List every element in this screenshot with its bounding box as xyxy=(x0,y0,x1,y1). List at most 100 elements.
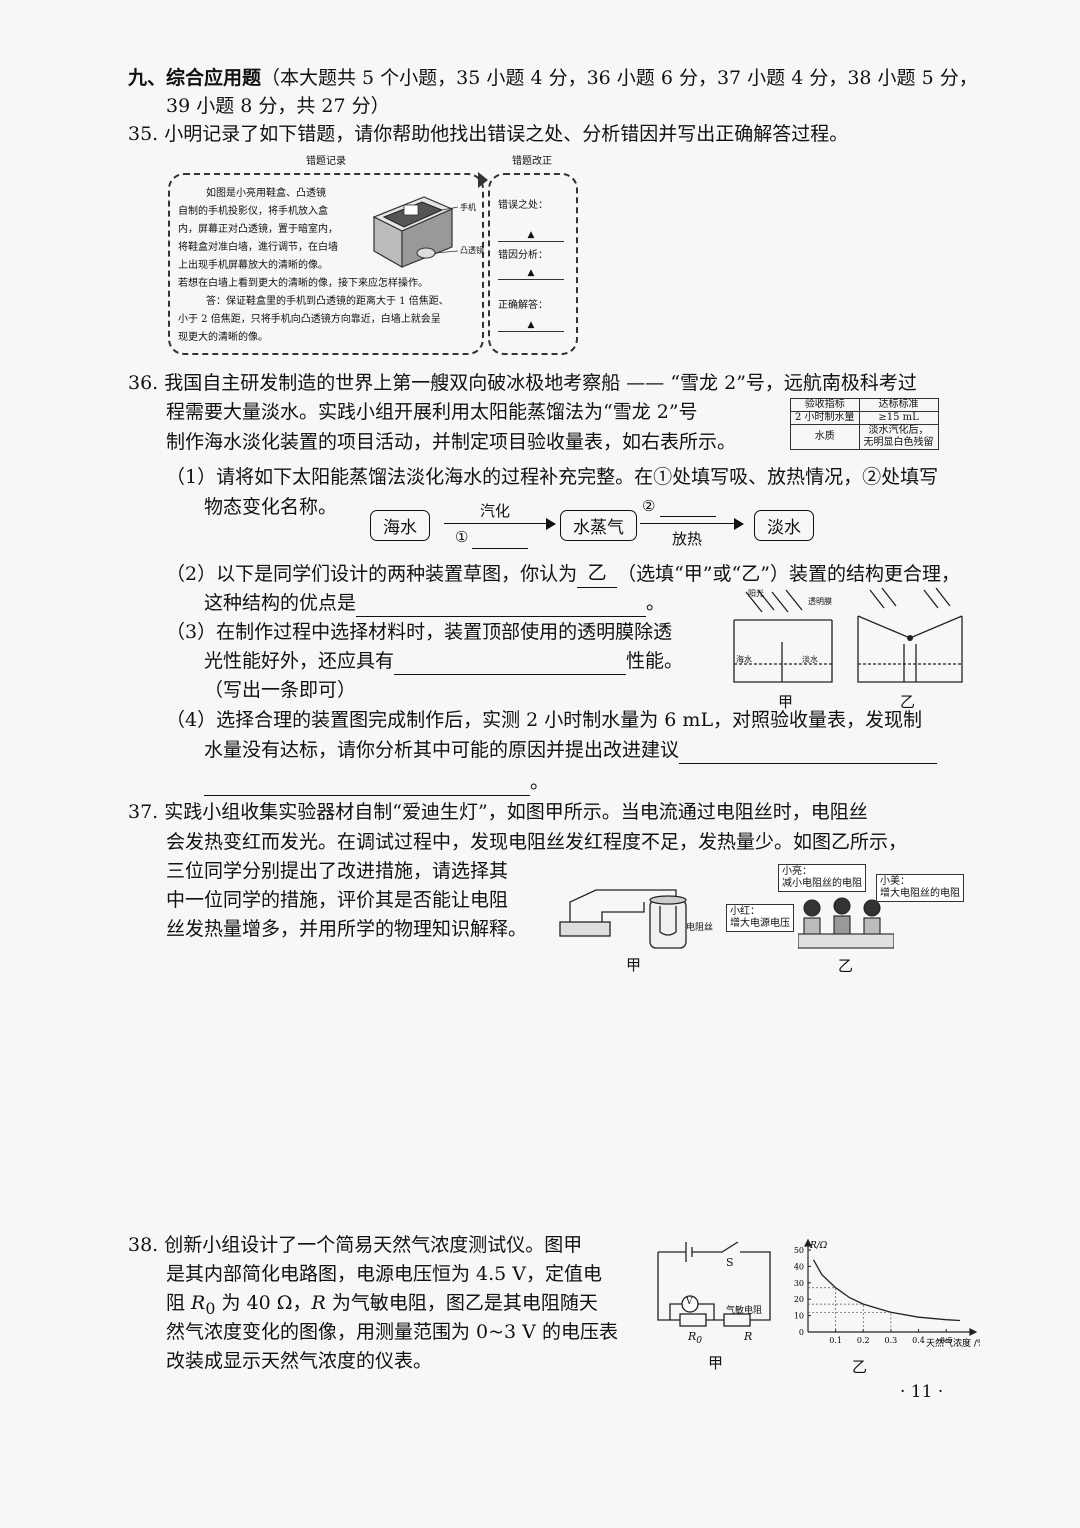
flow-arrow2-top: ② xyxy=(642,497,656,515)
voltmeter-label: V xyxy=(686,1297,693,1307)
q35-fix-header: 错题改正 xyxy=(512,156,552,167)
gas-sensor-circuit xyxy=(657,1241,771,1327)
q36-part2-blank[interactable] xyxy=(356,594,647,617)
q36-part3-blank[interactable] xyxy=(394,652,627,675)
fig-label-lens: 凸透镜 xyxy=(460,246,484,255)
chart-y-tick-label: 30 xyxy=(794,1279,804,1288)
flow-arrow-2 xyxy=(640,523,736,524)
flow-arrowhead-1 xyxy=(546,518,556,530)
q36-part4-line-2: 水量没有达标，请你分析其中可能的原因并提出改进建议 xyxy=(204,736,938,764)
q36-part4-line-3: 。 xyxy=(204,768,549,796)
q38-fig-jia: 甲 xyxy=(708,1354,724,1372)
q37-fig-jia: 甲 xyxy=(626,956,642,974)
q36-part2-answer[interactable]: 乙 xyxy=(577,559,618,588)
chart-x-tick-label: 0.5 xyxy=(940,1336,953,1345)
q36-line-3: 制作海水淡化装置的项目活动，并制定项目验收量表，如右表所示。 xyxy=(166,431,737,453)
fig-label-film: 透明膜 xyxy=(808,597,832,606)
q35-text: 35. 小明记录了如下错题，请你帮助他找出错误之处、分析错因并写出正确解答过程。 xyxy=(128,120,848,148)
students-illustration xyxy=(798,897,894,949)
q37-line-3: 三位同学分别提出了改进措施，请选择其 xyxy=(166,860,509,882)
q36-number: 36. xyxy=(128,372,159,394)
chart-guide-line xyxy=(808,1287,836,1332)
bubble-xiaomei: 小美：增大电阻丝的电阻 xyxy=(876,874,964,902)
q36-part2-line-2: 这种结构的优点是。 xyxy=(204,589,665,617)
q35-record-box: 如图是小亮用鞋盒、凸透镜 自制的手机投影仪，将手机放入盒 内，屏幕正对凸透镜，置… xyxy=(168,173,484,355)
acceptance-table: 验收指标达标标准 2 小时制水量≥15 mL 水质淡水汽化后，无明显白色残留 xyxy=(790,398,939,450)
q37-number: 37. xyxy=(128,801,159,823)
record-line: 上出现手机屏幕放大的清晰的像。 xyxy=(178,260,328,271)
q36-part4-blank-2[interactable] xyxy=(204,773,530,796)
table-header: 达标标准 xyxy=(858,398,939,412)
q38-line-5: 改装成显示天然气浓度的仪表。 xyxy=(166,1350,433,1372)
chart-y-tick-label: 0 xyxy=(799,1328,804,1337)
q37-line-1: 37. 实践小组收集实验器材自制“爱迪生灯”，如图甲所示。当电流通过电阻丝时，电… xyxy=(128,801,868,823)
record-line: 内，屏幕正对凸透镜，置于暗室内， xyxy=(178,224,338,235)
table-cell: ≥15 mL xyxy=(858,411,939,425)
q36-part1-line-2: 物态变化名称。 xyxy=(204,496,338,518)
q36-part2-line-1: （2）以下是同学们设计的两种装置草图，你认为乙（选填“甲”或“乙”）装置的结构更… xyxy=(166,559,960,588)
table-header: 验收指标 xyxy=(790,398,860,412)
table-cell: 水质 xyxy=(790,424,860,450)
flow-arrow1-bottom: ① xyxy=(455,528,469,546)
fix-item: 正确解答： xyxy=(498,300,548,311)
shoebox-projector-figure xyxy=(372,196,459,269)
q36-part4-line-1: （4）选择合理的装置图完成制作后，实测 2 小时制水量为 6 mL，对照验收量表… xyxy=(166,709,923,731)
q38-line-1: 38. 创新小组设计了一个简易天然气浓度测试仪。图甲 xyxy=(128,1234,583,1256)
chart-curve-line xyxy=(812,1259,961,1322)
record-line: 自制的手机投影仪，将手机放入盒 xyxy=(178,206,328,217)
q38-line-3: 阻 R0 为 40 Ω，R 为气敏电阻，图乙是其电阻随天 xyxy=(166,1292,598,1318)
q36-part3-line-2: 光性能好外，还应具有性能。 xyxy=(204,647,683,675)
fix-answer-line[interactable]: ▲ xyxy=(498,267,564,280)
chart-x-tick-label: 0.1 xyxy=(829,1336,842,1345)
q37-fig-yi: 乙 xyxy=(838,957,854,975)
q35-record-header: 错题记录 xyxy=(306,156,346,167)
section-heading: 九、综合应用题（本大题共 5 个小题，35 小题 4 分，36 小题 6 分，3… xyxy=(128,64,978,92)
flow-blank-1[interactable] xyxy=(472,532,528,549)
answer-line: 答：保证鞋盒里的手机到凸透镜的距离大于 1 倍焦距、 xyxy=(206,296,449,307)
flow-node-seawater: 海水 xyxy=(370,510,430,541)
bubble-xiaohong: 小红：增大电源电压 xyxy=(726,904,794,932)
q36-line-1: 36. 我国自主研发制造的世界上第一艘双向破冰极地考察船 —— “雪龙 2”号，… xyxy=(128,372,917,394)
chart-guide-line xyxy=(808,1311,892,1332)
flow-node-freshwater: 淡水 xyxy=(754,510,814,541)
fix-answer-line[interactable]: ▲ xyxy=(498,319,564,332)
record-line: 若想在白墙上看到更大的清晰的像，接下来应怎样操作。 xyxy=(178,278,428,289)
chart-guide-line xyxy=(808,1303,864,1332)
r-label: R xyxy=(744,1330,753,1343)
q36-part3-line-1: （3）在制作过程中选择材料时，装置顶部使用的透明膜除透 xyxy=(166,621,673,643)
r0-label: R0 xyxy=(688,1330,703,1347)
fig-label-wire: 电阻丝 xyxy=(686,923,714,933)
record-line: 将鞋盒对准白墙，進行调节，在白墙 xyxy=(178,242,338,253)
fig-label-phone: 手机 xyxy=(460,203,476,212)
edison-lamp-circuit xyxy=(559,889,687,949)
q36-part1-line-1: （1）请将如下太阳能蒸馏法淡化海水的过程补充完整。在①处填写吸、放热情况，②处填… xyxy=(166,466,939,488)
switch-label: S xyxy=(726,1256,734,1269)
q38-fig-yi: 乙 xyxy=(852,1358,868,1376)
chart-x-tick-label: 0.4 xyxy=(912,1336,925,1345)
fix-answer-line[interactable]: ▲ xyxy=(498,229,564,242)
flow-blank-2[interactable] xyxy=(660,500,716,517)
record-to-fix-arrow xyxy=(478,172,488,188)
q37-line-5: 丝发热量增多，并用所学的物理知识解释。 xyxy=(166,918,528,940)
fig-label-water-a: 海水 xyxy=(736,655,752,664)
q35-stem: 小明记录了如下错题，请你帮助他找出错误之处、分析错因并写出正确解答过程。 xyxy=(164,123,849,145)
page-number: · 11 · xyxy=(900,1382,944,1402)
section-title: 九、综合应用题 xyxy=(128,67,262,89)
device-sketches xyxy=(733,587,963,683)
flow-arrow1-top: 汽化 xyxy=(480,502,511,520)
q35-fix-box: 错误之处： ▲ 错因分析： ▲ 正确解答： ▲ xyxy=(488,173,578,355)
bubble-xiaoliang: 小亮：减小电阻丝的电阻 xyxy=(778,864,866,892)
q36-part4-blank-1[interactable] xyxy=(679,741,938,764)
q36-line-2: 程需要大量淡水。实践小组开展利用太阳能蒸馏法为“雪龙 2”号 xyxy=(166,401,698,423)
fig-label-sun: 阳光 xyxy=(748,589,764,598)
q38-number: 38. xyxy=(128,1234,159,1256)
q38-line-4: 然气浓度变化的图像，用测量范围为 0~3 V 的电压表 xyxy=(166,1321,618,1343)
q38-line-2: 是其内部简化电路图，电源电压恒为 4.5 V，定值电 xyxy=(166,1263,603,1285)
flow-arrowhead-2 xyxy=(734,518,744,530)
section-note-2: 39 小题 8 分，共 27 分） xyxy=(166,95,390,117)
fix-item: 错因分析： xyxy=(498,250,548,261)
chart-y-tick-label: 50 xyxy=(794,1246,804,1255)
flow-node-vapor: 水蒸气 xyxy=(560,510,637,541)
chart-y-tick-label: 10 xyxy=(794,1312,804,1321)
